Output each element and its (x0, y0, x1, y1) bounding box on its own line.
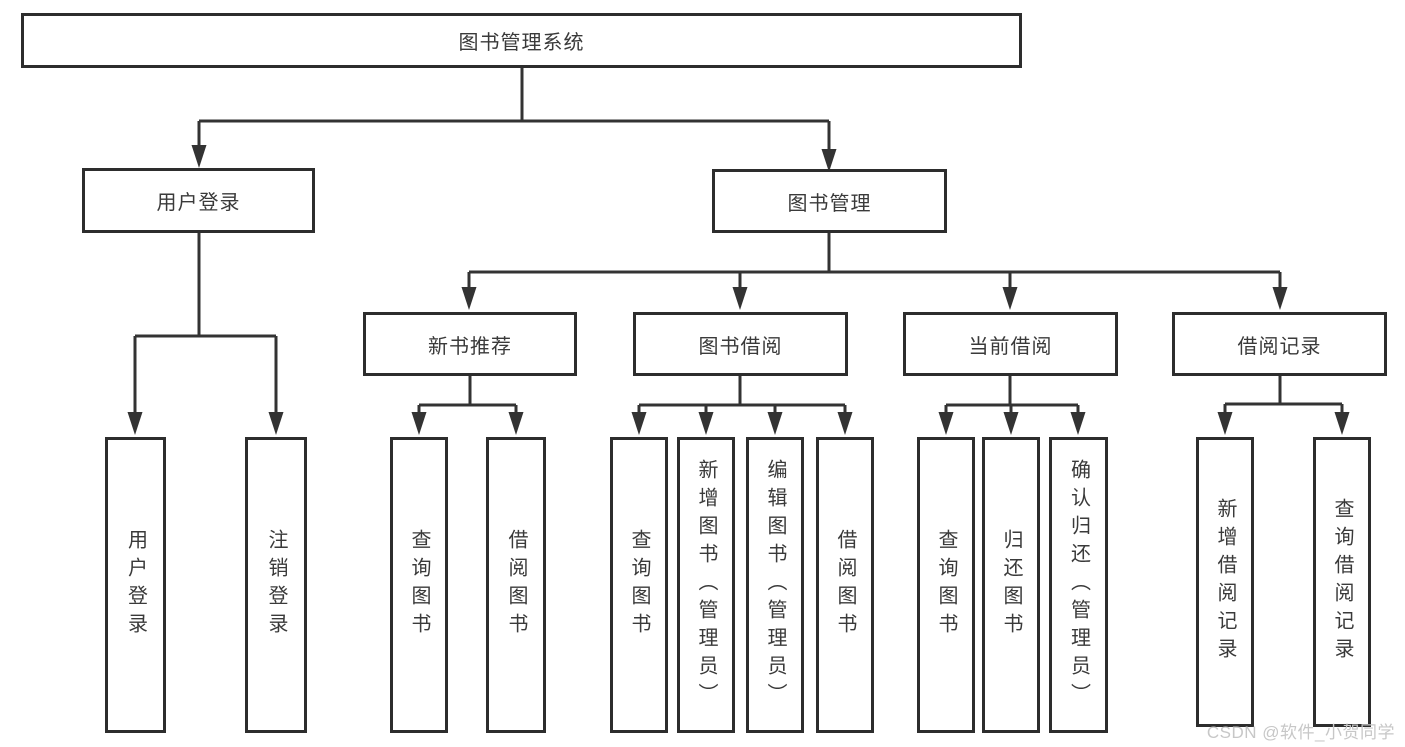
leaf-user-login: 用户登录 (105, 437, 166, 733)
leaf-logout-login: 注销登录 (245, 437, 307, 733)
leaf-return-books: 归还图书 (982, 437, 1040, 733)
arrowhead-rec-query-books (411, 412, 427, 435)
node-user-login: 用户登录 (82, 168, 315, 233)
arrowhead-user-login (191, 145, 207, 168)
arrowhead-leaf-logout (268, 412, 284, 435)
node-label: 图书管理系统 (458, 32, 585, 54)
node-new-book-recommendation: 新书推荐 (363, 312, 577, 376)
csdn-watermark: CSDN @软件_小贺同学 (1206, 723, 1395, 742)
arrowhead-leaf-user-login (127, 412, 143, 435)
leaf-query-books-recommend: 查询图书 (390, 437, 448, 733)
node-label: 用户登录 (124, 529, 147, 641)
arrowhead-current-query-books (938, 412, 954, 435)
arrowhead-return-books (1003, 412, 1019, 435)
node-borrowing-records: 借阅记录 (1172, 312, 1387, 376)
node-label: 借阅记录 (1237, 335, 1322, 358)
arrowhead-add-borrow-record (1217, 412, 1233, 435)
connector-root-to-level2 (197, 68, 831, 150)
node-label: 查询图书 (408, 529, 430, 641)
node-label: 当前借阅 (968, 335, 1053, 358)
arrowhead-confirm-return-admin (1070, 412, 1086, 435)
connector-borrowing-children (637, 376, 847, 414)
connector-recommendation-children (417, 376, 518, 414)
node-book-management: 图书管理 (712, 169, 947, 233)
node-label: 查询图书 (628, 529, 650, 641)
connector-book-management-children (467, 233, 1282, 289)
node-current-borrowing: 当前借阅 (903, 312, 1118, 376)
node-label: 用户登录 (156, 192, 241, 214)
arrowhead-add-books-admin (698, 412, 714, 435)
leaf-query-books-current: 查询图书 (917, 437, 975, 733)
node-label: 新增图书（管理员） (695, 459, 717, 711)
node-library-management-system: 图书管理系统 (21, 13, 1022, 68)
leaf-edit-books-admin: 编辑图书（管理员） (746, 437, 804, 733)
connector-current-children (944, 376, 1080, 414)
node-label: 注销登录 (265, 529, 287, 641)
leaf-borrow-books-recommend: 借阅图书 (486, 437, 546, 733)
arrowhead-edit-books-admin (767, 412, 783, 435)
arrowhead-query-borrow-record (1334, 412, 1350, 435)
node-label: 归还图书 (1000, 529, 1022, 641)
leaf-add-books-admin: 新增图书（管理员） (677, 437, 735, 733)
node-label: 图书借阅 (698, 335, 783, 358)
node-label: 编辑图书（管理员） (764, 459, 786, 711)
node-book-borrowing: 图书借阅 (633, 312, 848, 376)
node-label: 确认归还（管理员） (1067, 459, 1090, 711)
arrowhead-current-borrowing (1002, 287, 1018, 310)
connector-user-login-children (133, 233, 278, 414)
node-label: 新增借阅记录 (1214, 498, 1236, 666)
node-label: 借阅图书 (834, 529, 856, 641)
leaf-query-books-borrowing: 查询图书 (610, 437, 668, 733)
node-label: 新书推荐 (428, 335, 512, 358)
node-label: 借阅图书 (505, 529, 527, 641)
node-label: 图书管理 (787, 192, 872, 215)
arrowhead-borrow-borrow-books (837, 412, 853, 435)
leaf-borrow-books-borrowing: 借阅图书 (816, 437, 874, 733)
leaf-add-borrow-record: 新增借阅记录 (1196, 437, 1254, 727)
arrowhead-new-book-recommendation (461, 287, 477, 310)
arrowhead-book-borrowing (732, 287, 748, 310)
arrowhead-borrow-query-books (631, 412, 647, 435)
arrowhead-book-management (821, 149, 837, 172)
node-label: 查询图书 (935, 529, 957, 641)
leaf-confirm-return-admin: 确认归还（管理员） (1049, 437, 1108, 733)
arrowhead-borrowing-records (1272, 287, 1288, 310)
connector-records-children (1223, 376, 1344, 414)
node-label: 查询借阅记录 (1331, 498, 1353, 666)
arrowhead-rec-borrow-books (508, 412, 524, 435)
leaf-query-borrow-record: 查询借阅记录 (1313, 437, 1371, 727)
